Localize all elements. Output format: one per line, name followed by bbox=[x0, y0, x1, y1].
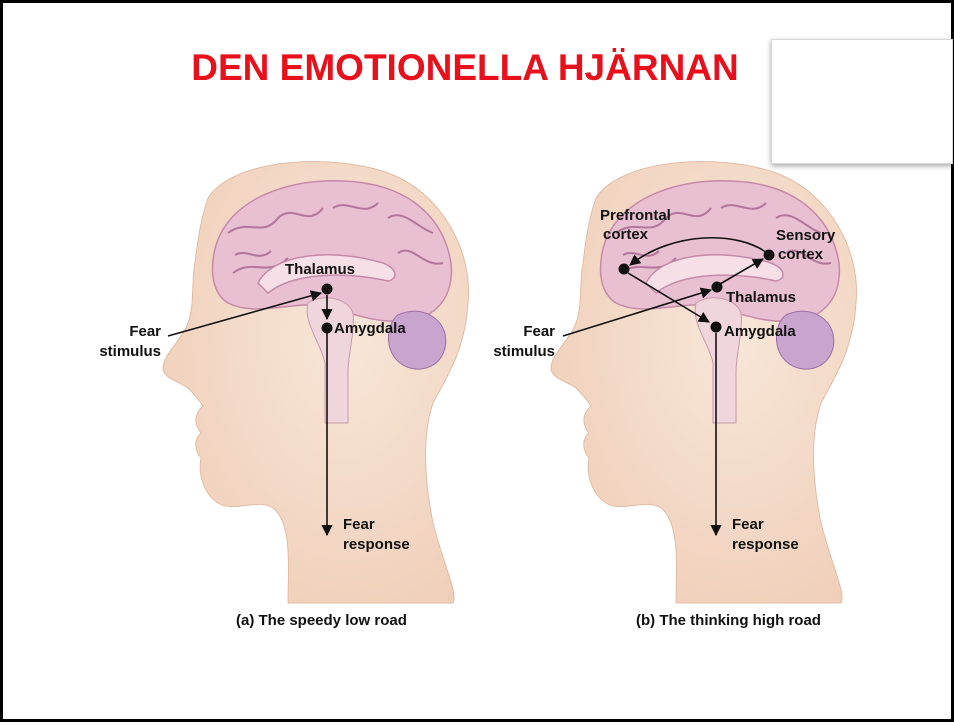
head-illustration-a bbox=[163, 162, 469, 603]
fear-stimulus-label-b-line1: Fear bbox=[523, 323, 555, 340]
fear-stimulus-label-a-line2: stimulus bbox=[99, 343, 161, 360]
fear-pathways-diagram: Thalamus Amygdala Fear stimulus Fear res… bbox=[3, 3, 954, 725]
fear-response-label-a-line1: Fear bbox=[343, 516, 375, 533]
prefrontal-label-b-line2: cortex bbox=[603, 226, 649, 243]
caption-a: (a) The speedy low road bbox=[236, 612, 407, 629]
fear-response-label-a-line2: response bbox=[343, 536, 410, 553]
thalamus-node-b bbox=[712, 282, 723, 293]
caption-b: (b) The thinking high road bbox=[636, 612, 821, 629]
sensory-label-b-line2: cortex bbox=[778, 246, 824, 263]
amygdala-label-b: Amygdala bbox=[724, 323, 796, 340]
fear-response-label-b-line1: Fear bbox=[732, 516, 764, 533]
sensory-label-b-line1: Sensory bbox=[776, 227, 836, 244]
thalamus-label-a: Thalamus bbox=[285, 261, 355, 278]
fear-stimulus-label-b-line2: stimulus bbox=[493, 343, 555, 360]
panel-b: Prefrontal cortex Sensory cortex Thalamu… bbox=[493, 162, 856, 629]
prefrontal-label-b-line1: Prefrontal bbox=[600, 207, 671, 224]
panel-a: Thalamus Amygdala Fear stimulus Fear res… bbox=[99, 162, 468, 629]
fear-response-label-b-line2: response bbox=[732, 536, 799, 553]
thalamus-label-b: Thalamus bbox=[726, 289, 796, 306]
fear-stimulus-label-a-line1: Fear bbox=[129, 323, 161, 340]
amygdala-node-b bbox=[711, 322, 722, 333]
prefrontal-node-b bbox=[619, 264, 630, 275]
thalamus-node-a bbox=[322, 284, 333, 295]
amygdala-label-a: Amygdala bbox=[334, 320, 406, 337]
sensory-node-b bbox=[764, 250, 775, 261]
amygdala-node-a bbox=[322, 323, 333, 334]
